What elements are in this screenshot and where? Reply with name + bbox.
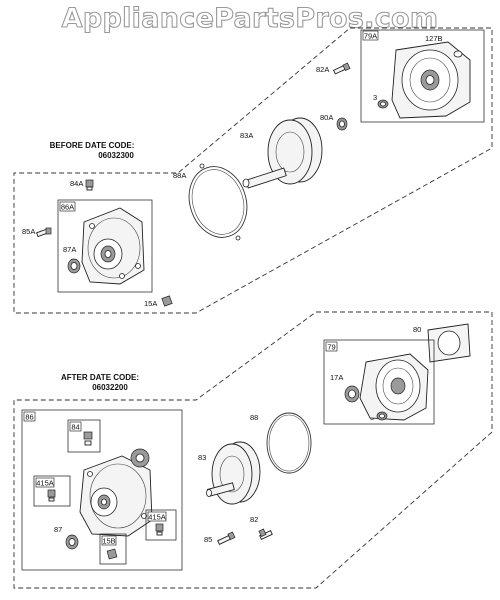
tag-415A-right	[147, 511, 167, 522]
label-84A: 84A	[70, 179, 83, 188]
part-box-86	[21, 409, 183, 571]
label-79A: 79A	[364, 32, 377, 41]
label-79: 79	[327, 343, 335, 352]
before-date-code-section: BEFORE DATE CODE: 06032300 79A 127B 3 82…	[13, 27, 493, 314]
tag-79A	[362, 30, 379, 41]
tag-15B	[101, 535, 117, 546]
label-82: 82	[250, 515, 258, 524]
bolt-85A	[36, 227, 52, 238]
after-date-code-section: AFTER DATE CODE: 06032200 80 79 17A 3 88	[13, 311, 493, 589]
label-85: 85	[204, 535, 212, 544]
label-88A: 88A	[173, 171, 186, 180]
cover-79-drawing	[344, 353, 429, 421]
plug-415A-left	[47, 489, 56, 502]
watermark-text: AppliancePartsPros.com	[62, 3, 439, 34]
label-83: 83	[198, 453, 206, 462]
tag-86	[23, 411, 36, 422]
plug-415A-right	[155, 523, 164, 536]
label-87A: 87A	[63, 245, 76, 254]
before-group-outline	[13, 27, 493, 314]
bolt-85	[217, 531, 236, 545]
label-82A: 82A	[316, 65, 329, 74]
plug-84	[83, 431, 93, 446]
label-86A: 86A	[61, 203, 74, 212]
bolt-82A	[333, 62, 351, 75]
housing-86A-drawing	[67, 207, 145, 285]
part-box-415A-right	[145, 509, 177, 541]
gasket-80	[427, 323, 471, 363]
bolt-82	[258, 528, 273, 540]
tag-86A	[59, 201, 76, 212]
gasket-88	[266, 412, 312, 474]
label-415A-left: 415A	[36, 479, 54, 488]
label-86: 86	[25, 413, 33, 422]
after-header-line1: AFTER DATE CODE:	[61, 373, 139, 382]
part-box-79A	[360, 29, 485, 123]
label-83A: 83A	[240, 131, 253, 140]
flywheel-83	[206, 441, 261, 505]
part-box-415A-left	[33, 475, 71, 507]
housing-86-drawing	[79, 448, 153, 537]
part-box-79	[323, 339, 435, 425]
plug-15B	[106, 548, 118, 560]
label-80A: 80A	[320, 113, 333, 122]
part-box-86A	[57, 199, 153, 293]
label-84: 84	[71, 423, 79, 432]
plug-15A	[161, 295, 173, 307]
seal-80A	[336, 117, 348, 131]
part-box-15B	[99, 533, 127, 565]
label-85A: 85A	[22, 227, 35, 236]
label-87: 87	[54, 525, 62, 534]
after-header-line2: 06032200	[92, 383, 128, 392]
after-group-outline	[13, 311, 493, 589]
plug-84A	[85, 179, 94, 191]
tag-79	[325, 341, 338, 352]
part-box-84	[67, 419, 101, 453]
label-3-top: 3	[373, 93, 377, 102]
cover-79A-drawing	[377, 41, 471, 119]
tag-415A-left	[35, 477, 55, 488]
seal-87	[65, 534, 79, 550]
label-127B: 127B	[425, 34, 443, 43]
label-80: 80	[413, 325, 421, 334]
label-88: 88	[250, 413, 258, 422]
tag-84	[69, 421, 82, 432]
gasket-88A	[188, 163, 248, 241]
before-header-line2: 06032300	[98, 151, 134, 160]
label-15A-top: 15A	[144, 299, 157, 308]
before-header-line1: BEFORE DATE CODE:	[50, 141, 135, 150]
label-415A-right: 415A	[148, 513, 166, 522]
label-17A: 17A	[330, 373, 343, 382]
label-15B: 15B	[102, 537, 115, 546]
flywheel-83A	[242, 117, 323, 189]
